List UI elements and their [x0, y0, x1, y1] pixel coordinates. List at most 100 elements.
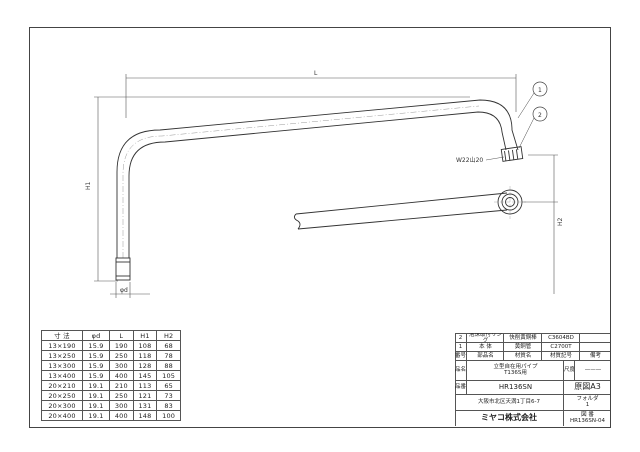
- dimension-od: [110, 282, 150, 298]
- cell-od: 19.1: [82, 410, 110, 421]
- cell-size: 13×190: [41, 340, 83, 351]
- cell-h2: 65: [156, 380, 181, 391]
- cell-h2: 83: [156, 400, 181, 411]
- cell-h1: 145: [132, 370, 158, 381]
- product-name-line-1: 立型自在用パイプ: [493, 364, 538, 370]
- drawing-no-cell: 図 番 HR136SN-04: [563, 410, 611, 426]
- scale-value: ———: [574, 360, 611, 380]
- part-code: C3604BD: [541, 333, 580, 342]
- hdr-name: 部品名: [466, 351, 504, 360]
- cell-l: 300: [109, 360, 134, 371]
- company-address: 大阪市北区天満1丁目6-7: [478, 399, 540, 405]
- part-row-1: 1 本 体 黄銅管 C2700T: [455, 342, 610, 352]
- paper-size: 原図A3: [563, 380, 611, 394]
- parts-header-row: 番号 部品名 材質名 材質記号 備考: [455, 351, 610, 361]
- cell-h1: 108: [132, 340, 158, 351]
- cell-size: 20×300: [41, 400, 83, 411]
- part-material: 黄銅管: [503, 342, 542, 351]
- pipe-top-view: [293, 189, 523, 230]
- col-size: 寸 法: [41, 330, 83, 341]
- cell-size: 20×400: [41, 410, 83, 421]
- part-note: [579, 342, 611, 351]
- cell-size: 13×300: [41, 360, 83, 371]
- product-label: 品名: [455, 367, 466, 373]
- col-od: φd: [82, 330, 110, 341]
- dimension-l: [125, 74, 517, 118]
- size-table-header: 寸 法 φd L H1 H2: [41, 330, 181, 341]
- cell-h2: 78: [156, 350, 181, 361]
- cell-size: 13×400: [41, 370, 83, 381]
- thread-leader: [485, 156, 505, 161]
- cell-l: 210: [109, 380, 134, 391]
- dimension-h1: [94, 96, 470, 282]
- cell-l: 250: [109, 390, 134, 401]
- cell-l: 300: [109, 400, 134, 411]
- cell-h2: 68: [156, 340, 181, 351]
- cell-l: 190: [109, 340, 134, 351]
- cell-od: 15.9: [82, 370, 110, 381]
- cell-h1: 118: [132, 350, 158, 361]
- hdr-material: 材質名: [503, 351, 542, 360]
- company-row: ミヤコ株式会社 図 番 HR136SN-04: [455, 410, 610, 426]
- cell-h2: 73: [156, 390, 181, 401]
- part-no: 2: [458, 334, 463, 341]
- scale-label: 尺度: [563, 360, 575, 380]
- balloon-1-label: 1: [538, 87, 542, 94]
- balloon-2: [518, 106, 548, 149]
- cell-h1: 148: [132, 410, 158, 421]
- dim-h2-label: H2: [557, 217, 564, 226]
- cell-od: 15.9: [82, 350, 110, 361]
- cell-h2: 88: [156, 360, 181, 371]
- model-label: 品番: [455, 384, 466, 390]
- cell-od: 19.1: [82, 400, 110, 411]
- cell-l: 400: [109, 370, 134, 381]
- drawing-frame: [29, 27, 611, 428]
- balloon-1: [517, 81, 548, 119]
- part-note: [579, 333, 611, 342]
- cell-h1: 131: [132, 400, 158, 411]
- drawing-no-label: 図 番: [581, 412, 594, 418]
- folder-value: 1: [585, 402, 590, 408]
- dimension-h2: [522, 154, 558, 294]
- cell-size: 20×210: [41, 380, 83, 391]
- part-no: 1: [458, 343, 463, 350]
- hdr-note: 備考: [579, 351, 611, 360]
- hdr-code: 材質記号: [541, 351, 580, 360]
- drawing-no: HR136SN-04: [569, 418, 606, 424]
- balloon-2-label: 2: [538, 112, 542, 119]
- cell-h1: 121: [132, 390, 158, 401]
- hdr-no: 番号: [455, 352, 466, 359]
- cell-od: 15.9: [82, 340, 110, 351]
- cell-size: 20×250: [41, 390, 83, 401]
- title-block: 2 泡沫取付リング 快削黄銅棒 C3604BD 1 本 体 黄銅管 C2700T…: [455, 333, 610, 426]
- dim-od-label: φd: [120, 287, 128, 294]
- cell-h1: 128: [132, 360, 158, 371]
- cell-h2: 105: [156, 370, 181, 381]
- part-material: 快削黄銅棒: [503, 333, 542, 342]
- dim-h1-label: H1: [85, 181, 92, 190]
- col-h2: H2: [156, 330, 181, 341]
- model-number: HR136SN: [466, 380, 564, 394]
- cell-h2: 100: [156, 410, 181, 421]
- model-row: 品番 HR136SN 原図A3: [455, 380, 610, 395]
- dim-l-label: L: [314, 70, 318, 77]
- cell-od: 19.1: [82, 380, 110, 391]
- part-name: 本 体: [466, 342, 504, 351]
- col-h1: H1: [132, 330, 158, 341]
- product-name: 立型自在用パイプ T136S用: [466, 360, 564, 380]
- product-name-line-2: T136S用: [504, 370, 527, 376]
- product-row: 品名 立型自在用パイプ T136S用 尺度 ———: [455, 360, 610, 381]
- pipe-side-view: [115, 99, 524, 281]
- col-l: L: [109, 330, 134, 341]
- folder-cell: フォルダ 1: [563, 394, 611, 410]
